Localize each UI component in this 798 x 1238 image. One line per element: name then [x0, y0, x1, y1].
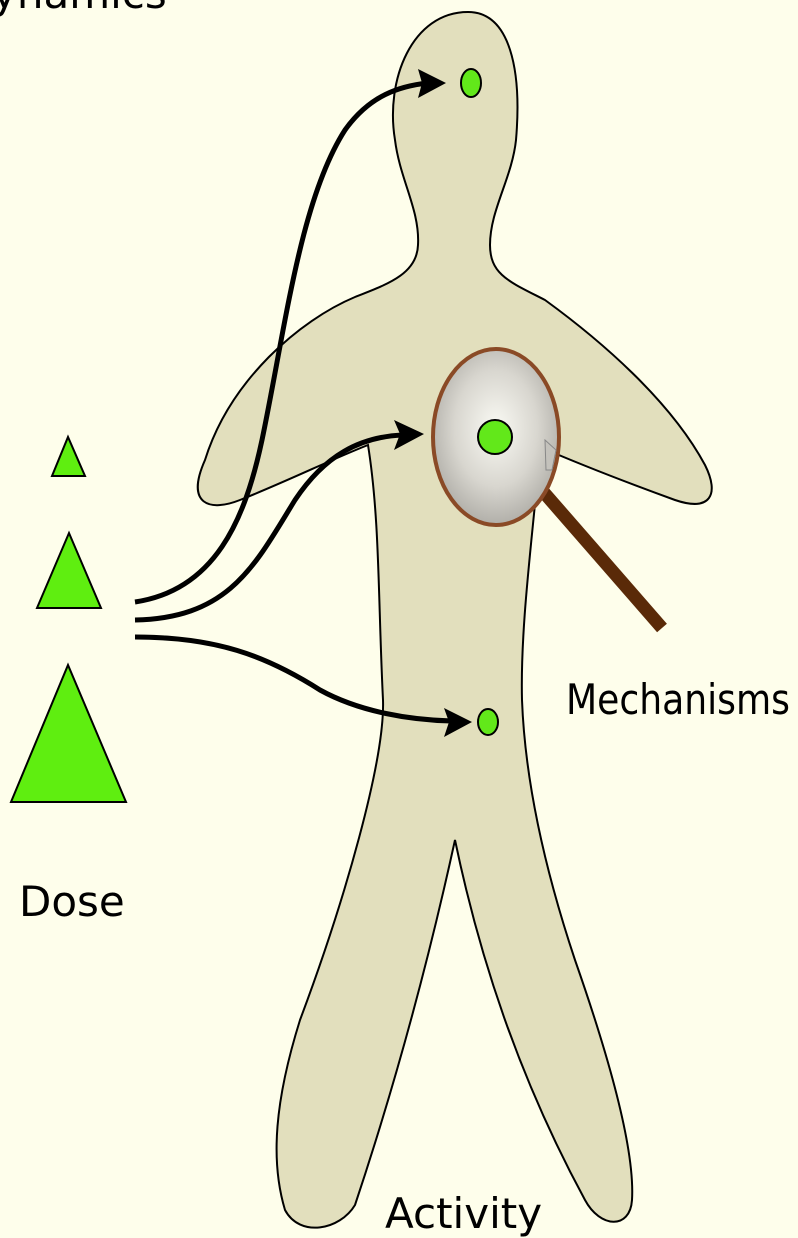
target-head [461, 69, 481, 97]
activity-label: Activity [385, 1189, 542, 1238]
target-abdomen [478, 709, 498, 735]
title-fragment: ynamics [0, 0, 167, 18]
dose-label: Dose [19, 877, 125, 926]
target-chest [478, 420, 512, 454]
mechanisms-label: Mechanisms [566, 675, 790, 724]
